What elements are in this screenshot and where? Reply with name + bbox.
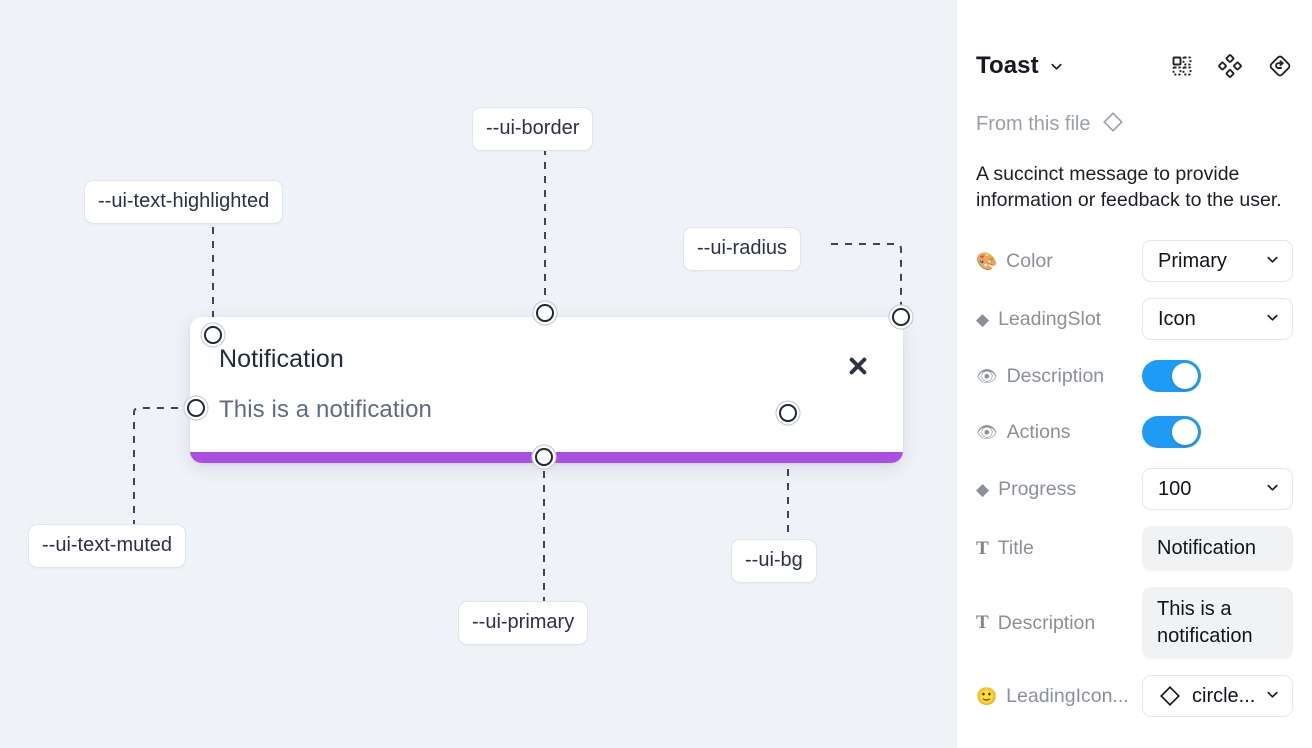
property-label-text: Title	[997, 537, 1034, 560]
property-label-text: Progress	[998, 477, 1077, 500]
anchor-marker-ui-primary[interactable]	[535, 448, 553, 466]
property-label-leading-slot: ◆ LeadingSlot	[976, 308, 1142, 331]
property-row-leading-slot: ◆ LeadingSlot Icon	[976, 298, 1293, 341]
text-icon: T	[976, 612, 989, 634]
diamond-icon	[1158, 684, 1182, 708]
palette-emoji-icon: 🎨	[976, 251, 998, 271]
color-select-value: Primary	[1158, 249, 1227, 272]
anchor-marker-ui-border[interactable]	[536, 304, 554, 322]
token-pill-ui-border[interactable]: --ui-border	[472, 107, 594, 151]
token-pill-ui-bg[interactable]: --ui-bg	[731, 539, 817, 583]
property-label-text: LeadingIcon...	[1006, 684, 1129, 707]
property-label-text: Description	[997, 611, 1096, 634]
component-grid-icon[interactable]	[1171, 55, 1193, 77]
leading-slot-select[interactable]: Icon	[1142, 298, 1293, 341]
property-label-text: Color	[1006, 249, 1053, 272]
property-label-description-text: T Description	[976, 612, 1142, 635]
property-row-color: 🎨 Color Primary	[976, 240, 1293, 283]
property-row-description-visibility: 👁 Description	[976, 356, 1293, 396]
token-pill-ui-radius[interactable]: --ui-radius	[683, 227, 802, 271]
property-label-text: LeadingSlot	[998, 307, 1102, 330]
description-input[interactable]: This is a notification	[1142, 587, 1293, 660]
token-pill-ui-primary[interactable]: --ui-primary	[458, 601, 589, 645]
properties-panel: Toast	[956, 0, 1312, 748]
description-toggle[interactable]	[1142, 360, 1201, 393]
from-this-file-label: From this file	[976, 113, 1091, 135]
variants-diamond-icon[interactable]	[1218, 54, 1242, 78]
chevron-down-icon	[1265, 685, 1280, 708]
eye-emoji-icon: 👁	[976, 366, 998, 386]
property-label-leading-icon: 🙂 LeadingIcon...	[976, 685, 1142, 708]
anchor-marker-ui-text-highlighted[interactable]	[204, 326, 222, 344]
reset-instance-icon[interactable]	[1267, 53, 1293, 79]
progress-select-value: 100	[1158, 477, 1192, 500]
property-label-text: Description	[1006, 364, 1105, 387]
property-list: 🎨 Color Primary ◆ LeadingSlot	[976, 240, 1293, 718]
leading-icon-select[interactable]: circle...	[1142, 675, 1293, 718]
property-label-actions-visibility: 👁 Actions	[976, 421, 1142, 444]
chevron-down-icon	[1265, 478, 1280, 501]
text-icon: T	[976, 537, 989, 559]
property-row-title: T Title Notification	[976, 526, 1293, 572]
panel-header-actions	[1171, 53, 1293, 79]
anchor-marker-ui-text-muted[interactable]	[187, 399, 205, 417]
toggle-knob	[1172, 419, 1198, 446]
leading-icon-select-value: circle...	[1192, 684, 1256, 707]
anchor-marker-ui-radius[interactable]	[892, 308, 910, 326]
toast-component-preview[interactable]: Notification This is a notification	[190, 317, 903, 463]
property-label-progress: ◆ Progress	[976, 478, 1142, 501]
property-label-description-visibility: 👁 Description	[976, 365, 1142, 388]
property-label-color: 🎨 Color	[976, 250, 1142, 273]
chevron-down-icon[interactable]	[1049, 59, 1064, 74]
toggle-knob	[1172, 363, 1198, 390]
color-select[interactable]: Primary	[1142, 240, 1293, 283]
diamond-icon: ◆	[976, 309, 990, 329]
toast-title: Notification	[219, 345, 344, 373]
panel-header: Toast	[976, 0, 1293, 80]
token-pill-ui-text-muted[interactable]: --ui-text-muted	[28, 524, 187, 568]
property-row-actions-visibility: 👁 Actions	[976, 412, 1293, 452]
property-label-title: T Title	[976, 537, 1142, 560]
from-this-file-row[interactable]: From this file	[976, 110, 1293, 139]
toast-description: This is a notification	[219, 396, 432, 423]
close-icon[interactable]	[846, 354, 870, 378]
design-canvas[interactable]: Notification This is a notification --ui…	[0, 0, 956, 748]
diamond-icon: ◆	[976, 479, 990, 499]
title-input[interactable]: Notification	[1142, 526, 1293, 572]
panel-title: Toast	[976, 52, 1039, 79]
token-pill-ui-text-highlighted[interactable]: --ui-text-highlighted	[84, 180, 284, 224]
component-description: A succinct message to provide informatio…	[976, 163, 1282, 212]
actions-toggle[interactable]	[1142, 416, 1201, 449]
property-row-leading-icon: 🙂 LeadingIcon... circle...	[976, 675, 1293, 718]
leading-slot-select-value: Icon	[1158, 307, 1196, 330]
chevron-down-icon	[1265, 250, 1280, 273]
diamond-icon	[1101, 110, 1125, 139]
progress-select[interactable]: 100	[1142, 468, 1293, 511]
smiley-emoji-icon: 🙂	[976, 686, 998, 706]
property-row-description-text: T Description This is a notification	[976, 587, 1293, 660]
anchor-marker-ui-bg[interactable]	[779, 404, 797, 422]
property-label-text: Actions	[1006, 420, 1071, 443]
eye-emoji-icon: 👁	[976, 422, 998, 442]
property-row-progress: ◆ Progress 100	[976, 468, 1293, 511]
chevron-down-icon	[1265, 308, 1280, 331]
